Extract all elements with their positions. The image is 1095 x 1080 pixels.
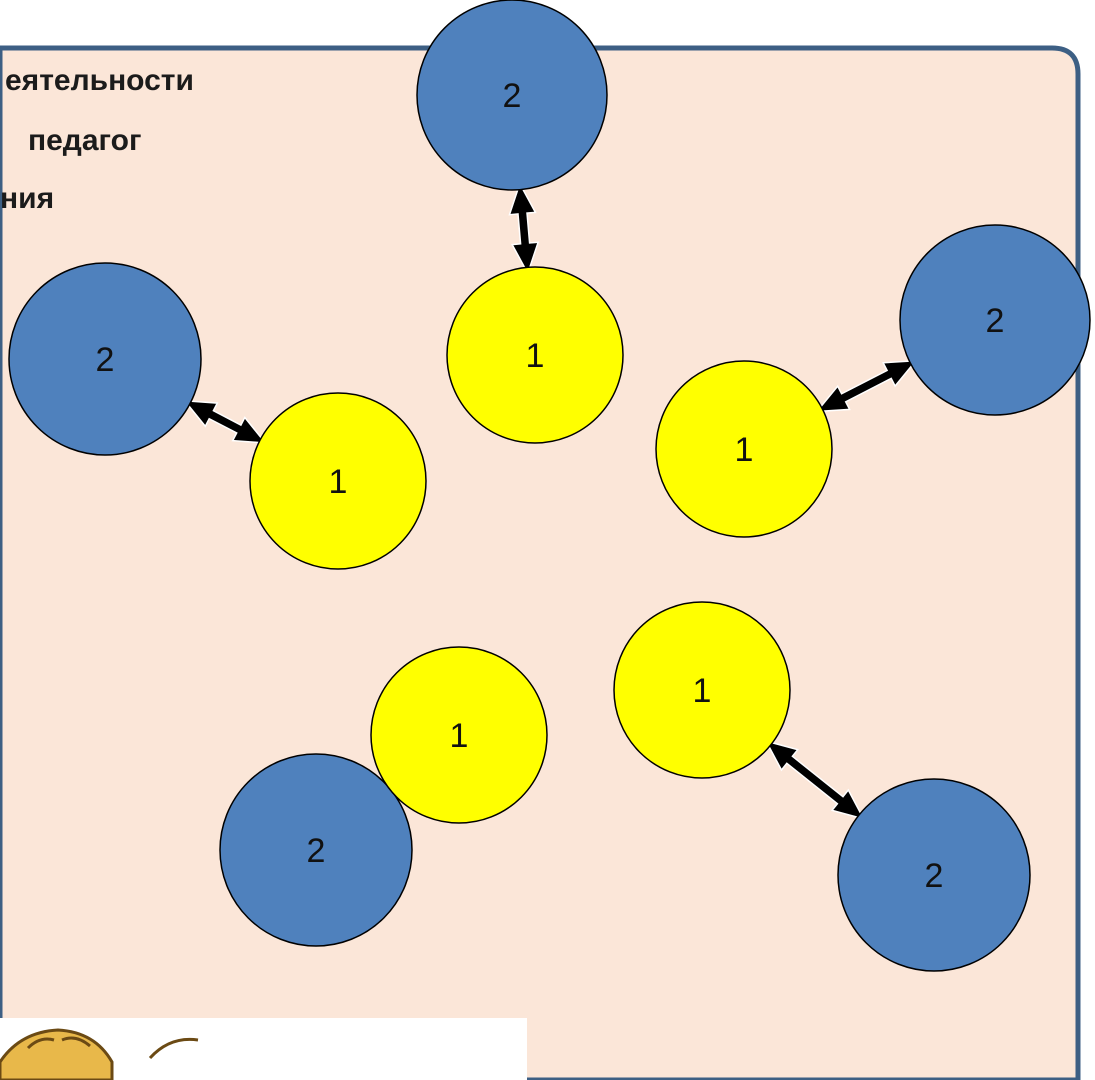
node-2-pair-1-circle bbox=[416, 0, 608, 191]
node-1-pair-4-circle bbox=[370, 646, 548, 824]
node-1-pair-1-label: 1 bbox=[526, 337, 545, 375]
cartoon-picture bbox=[0, 1018, 527, 1080]
node-2-pair-3-label: 2 bbox=[986, 302, 1005, 340]
node-1-pair-4-label: 1 bbox=[450, 717, 469, 755]
node-1-pair-4: 1 bbox=[370, 646, 548, 824]
node-2-pair-3: 2 bbox=[899, 224, 1091, 416]
node-2-pair-4-label: 2 bbox=[307, 832, 326, 870]
node-2-pair-1: 2 bbox=[416, 0, 608, 191]
title-line-3: ния bbox=[0, 182, 55, 215]
node-1-pair-3: 1 bbox=[655, 360, 833, 538]
node-1-pair-5: 1 bbox=[613, 601, 791, 779]
node-2-pair-2-label: 2 bbox=[96, 341, 115, 379]
node-2-pair-2: 2 bbox=[8, 262, 202, 456]
title-line-1: еятельности bbox=[5, 64, 194, 97]
node-1-pair-5-circle bbox=[613, 601, 791, 779]
node-2-pair-3-circle bbox=[899, 224, 1091, 416]
node-2-pair-4-circle bbox=[219, 753, 413, 947]
node-1-pair-3-circle bbox=[655, 360, 833, 538]
node-2-pair-2-circle bbox=[8, 262, 202, 456]
node-2-pair-5: 2 bbox=[837, 778, 1031, 972]
title-line-2: педагог bbox=[28, 124, 142, 157]
cartoon-child-icon bbox=[0, 1028, 199, 1080]
node-2-pair-4: 2 bbox=[219, 753, 413, 947]
node-2-pair-5-circle bbox=[837, 778, 1031, 972]
node-2-pair-1-label: 2 bbox=[503, 77, 522, 115]
node-1-pair-3-label: 1 bbox=[735, 431, 754, 469]
nodes: 2 1 2 1 2 1 2 1 2 1 bbox=[8, 0, 1091, 972]
node-2-pair-5-label: 2 bbox=[925, 857, 944, 895]
node-1-pair-1-circle bbox=[446, 266, 624, 444]
node-1-pair-2-circle bbox=[249, 392, 427, 570]
node-1-pair-2-label: 1 bbox=[329, 463, 348, 501]
node-1-pair-2: 1 bbox=[249, 392, 427, 570]
node-1-pair-1: 1 bbox=[446, 266, 624, 444]
node-1-pair-5-label: 1 bbox=[693, 672, 712, 710]
